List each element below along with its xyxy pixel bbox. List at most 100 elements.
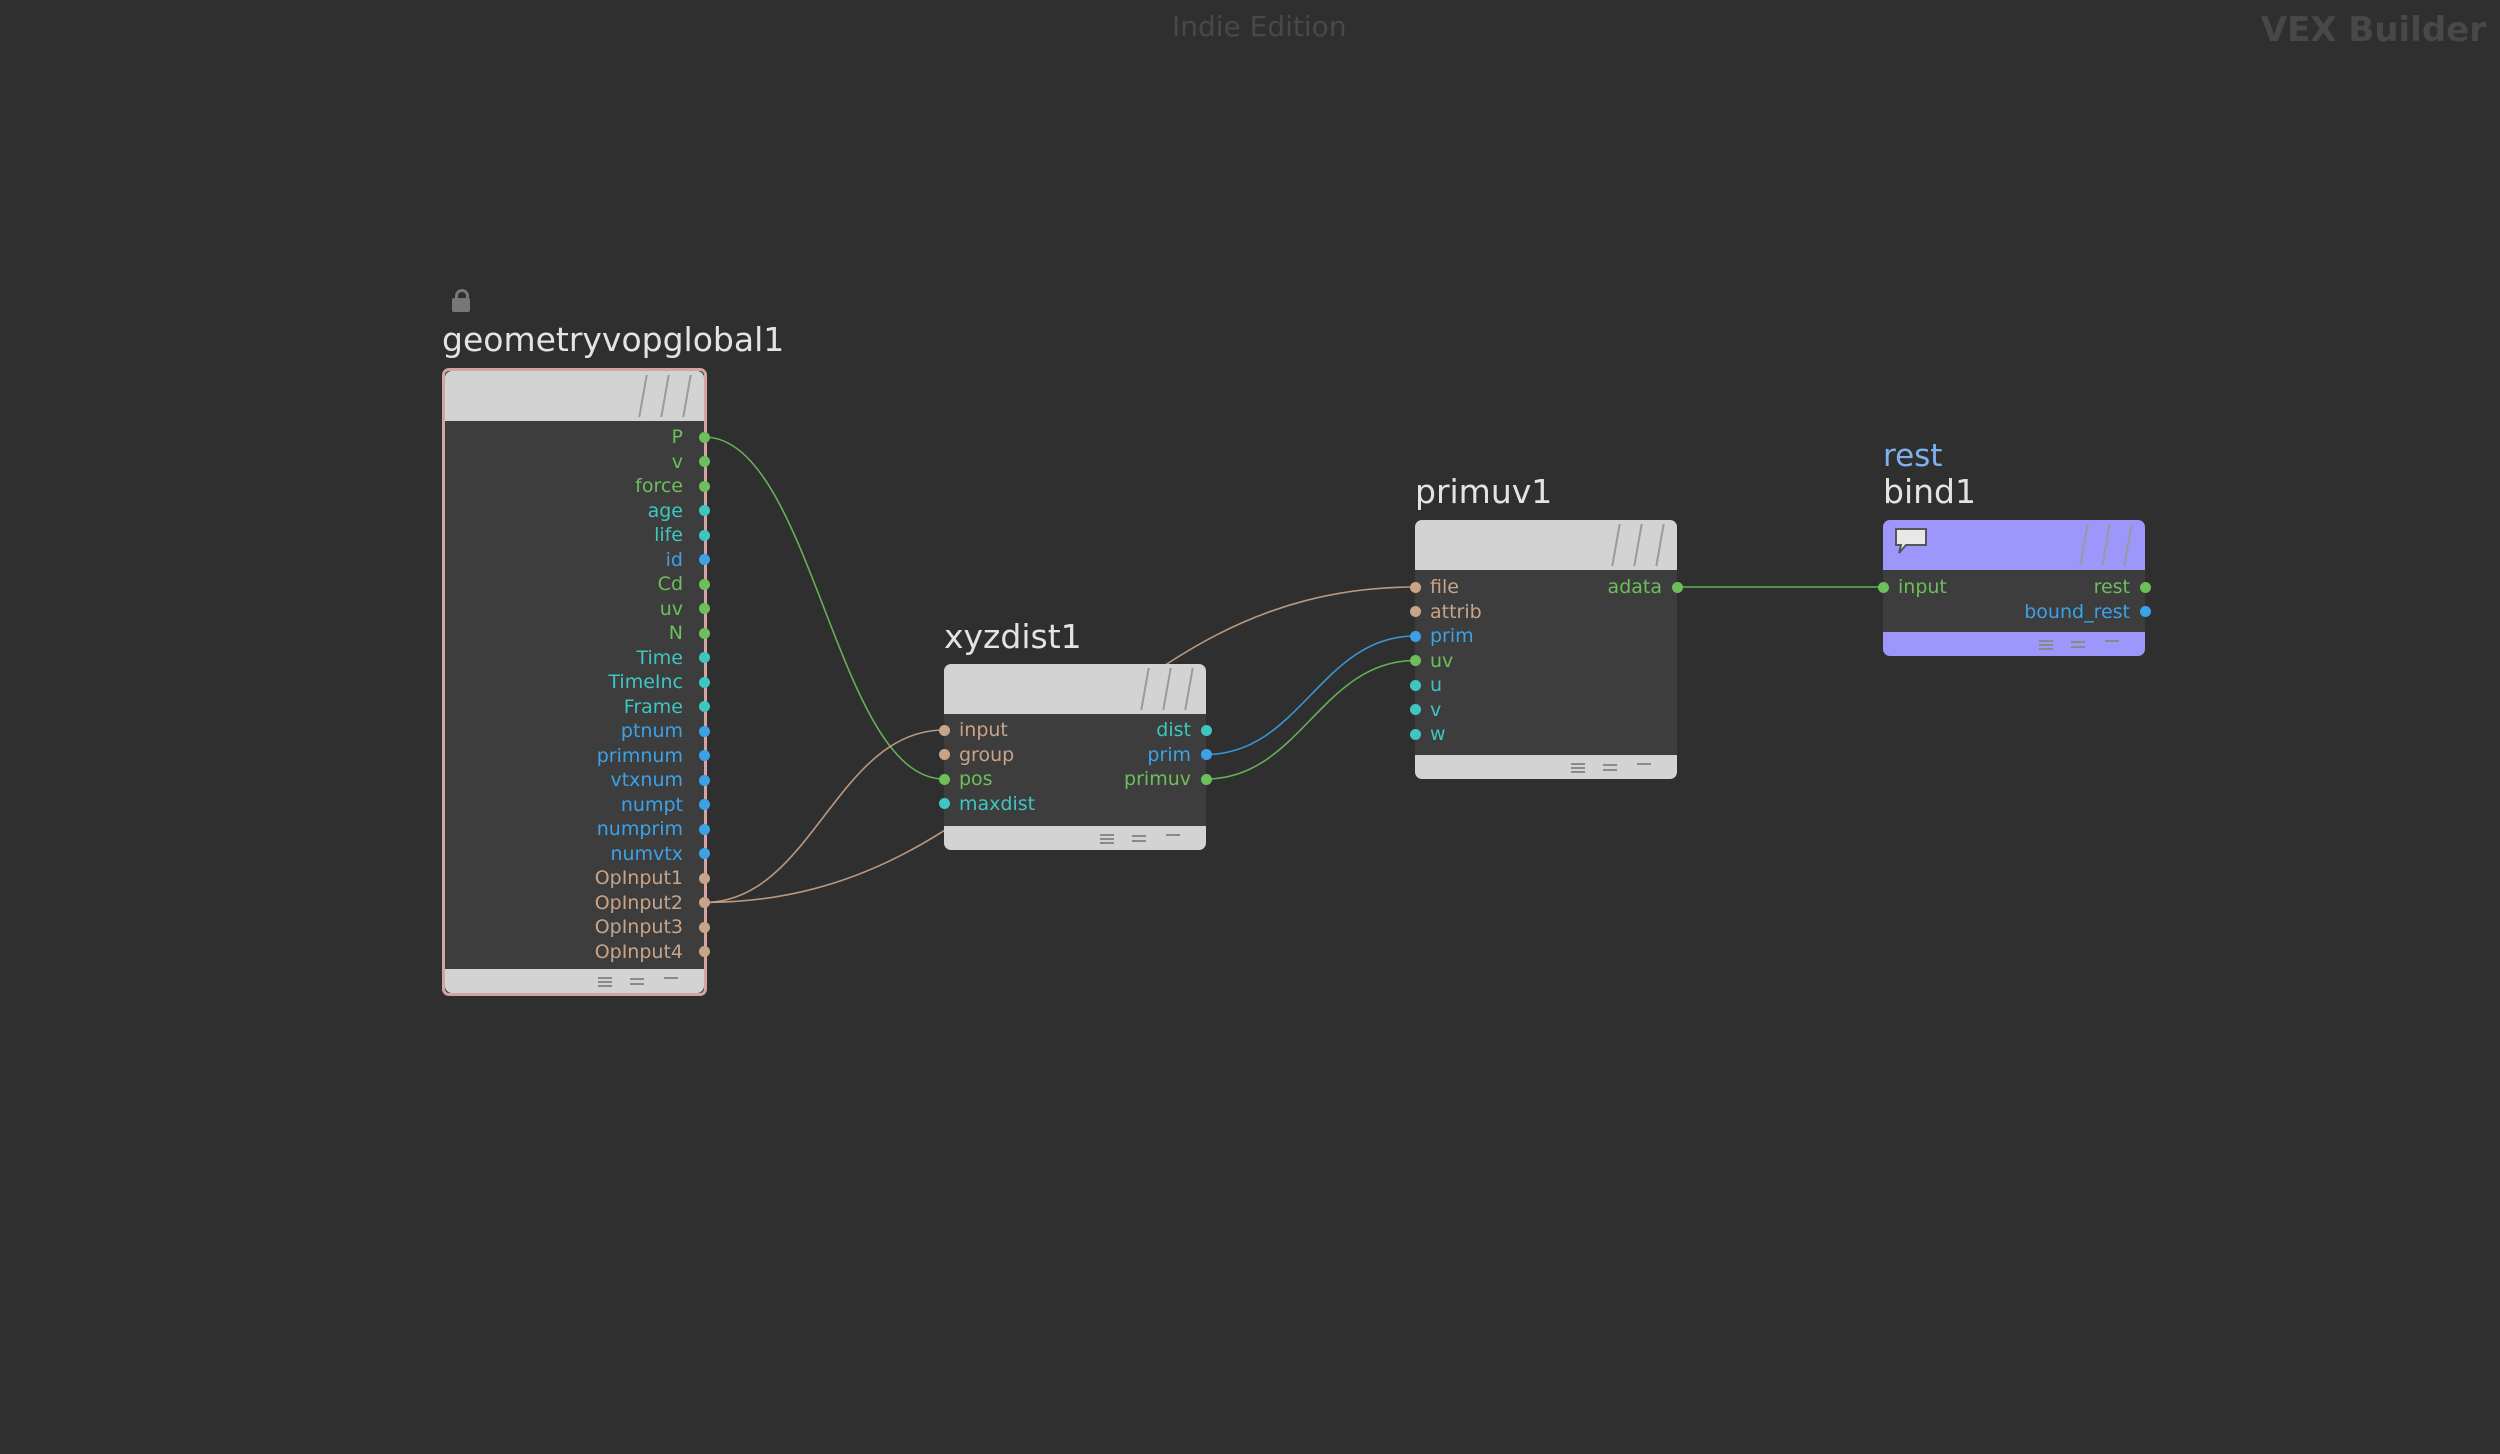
output-label-uv: uv	[659, 597, 683, 620]
output-port-primuv[interactable]	[1200, 773, 1212, 785]
node-flag-toggles[interactable]	[2075, 520, 2137, 570]
node-comment-rest: rest	[1883, 438, 1943, 474]
input-label-prim: prim	[1430, 625, 1474, 647]
output-label-P: P	[671, 426, 683, 448]
input-port-input[interactable]	[1877, 581, 1889, 593]
output-label-Cd: Cd	[657, 573, 683, 595]
output-label-Time: Time	[636, 646, 684, 669]
output-port-P[interactable]	[698, 431, 710, 443]
output-port-bound_rest[interactable]	[2139, 606, 2151, 617]
node-header[interactable]	[1415, 520, 1677, 570]
input-port-v[interactable]	[1409, 704, 1421, 715]
node-title-geometryvopglobal1[interactable]: geometryvopglobal1	[442, 320, 785, 359]
node-flag-toggles[interactable]	[634, 371, 696, 421]
output-label-OpInput4: OpInput4	[594, 940, 683, 963]
node-title-xyzdist1[interactable]: xyzdist1	[944, 617, 1082, 656]
node-display-options[interactable]	[590, 971, 690, 991]
output-port-primnum[interactable]	[698, 750, 710, 761]
node-title-primuv1[interactable]: primuv1	[1415, 472, 1553, 511]
output-port-Cd[interactable]	[698, 578, 710, 590]
output-port-force[interactable]	[698, 480, 710, 492]
output-port-Frame[interactable]	[698, 701, 710, 712]
output-port-adata[interactable]	[1671, 581, 1683, 593]
input-label-maxdist: maxdist	[959, 792, 1036, 815]
node-header[interactable]	[445, 371, 704, 421]
node-display-options[interactable]	[2031, 634, 2131, 654]
input-label-uv: uv	[1430, 649, 1454, 672]
edition-watermark: Indie Edition	[1172, 10, 1347, 43]
output-label-id: id	[665, 548, 683, 571]
output-label-primnum: primnum	[596, 744, 683, 767]
input-label-v: v	[1430, 698, 1442, 721]
output-label-v: v	[671, 450, 683, 473]
output-port-N[interactable]	[698, 627, 710, 639]
output-port-numpt[interactable]	[698, 799, 710, 810]
output-port-vtxnum[interactable]	[698, 774, 710, 786]
node-flag-toggles[interactable]	[1136, 664, 1198, 714]
node-display-options[interactable]	[1563, 757, 1663, 777]
input-port-u[interactable]	[1409, 679, 1421, 691]
output-port-rest[interactable]	[2139, 581, 2151, 593]
output-label-numprim: numprim	[596, 818, 683, 840]
output-port-ptnum[interactable]	[698, 725, 710, 737]
output-port-age[interactable]	[698, 505, 710, 516]
lock-icon[interactable]	[452, 289, 470, 312]
output-label-Frame: Frame	[623, 695, 683, 718]
input-port-maxdist[interactable]	[938, 798, 950, 809]
wire-xyzdist-primuv-to-primuv-uv[interactable]	[1205, 659, 1416, 780]
output-port-numvtx[interactable]	[698, 848, 710, 859]
input-label-attrib: attrib	[1430, 600, 1482, 623]
wire-geometryvopglobal-P-to-xyzdist-pos[interactable]	[703, 436, 945, 780]
comment-bubble-icon	[1895, 528, 1927, 554]
node-flag-toggles[interactable]	[1607, 520, 1669, 570]
output-label-life: life	[654, 524, 683, 546]
node-header[interactable]	[944, 664, 1206, 714]
output-label-OpInput2: OpInput2	[594, 891, 683, 914]
node-footer[interactable]	[1415, 755, 1677, 779]
node-footer[interactable]	[445, 969, 704, 993]
output-label-age: age	[647, 499, 683, 522]
output-port-OpInput3[interactable]	[698, 921, 710, 933]
output-port-OpInput1[interactable]	[698, 872, 710, 884]
input-port-file[interactable]	[1409, 581, 1421, 593]
output-port-OpInput2[interactable]	[698, 897, 710, 908]
output-label-numpt: numpt	[620, 793, 683, 816]
output-port-TimeInc[interactable]	[698, 676, 710, 688]
input-port-w[interactable]	[1409, 728, 1421, 740]
input-port-uv[interactable]	[1409, 655, 1421, 666]
output-port-prim[interactable]	[1200, 749, 1212, 760]
output-port-Time[interactable]	[698, 652, 710, 663]
output-port-OpInput4[interactable]	[698, 946, 710, 957]
wire-xyzdist-prim-to-primuv-prim[interactable]	[1205, 635, 1416, 756]
node-footer[interactable]	[944, 826, 1206, 850]
node-display-options[interactable]	[1092, 828, 1192, 848]
output-port-uv[interactable]	[698, 603, 710, 614]
input-port-pos[interactable]	[938, 773, 950, 785]
node-footer[interactable]	[1883, 632, 2145, 656]
input-label-input: input	[959, 719, 1008, 741]
output-port-numprim[interactable]	[698, 823, 710, 835]
output-port-dist[interactable]	[1200, 724, 1212, 736]
input-label-input: input	[1898, 576, 1947, 598]
input-port-group[interactable]	[938, 749, 950, 760]
output-port-v[interactable]	[698, 456, 710, 467]
wire-geometryvopglobal-OpInput2-to-xyzdist-input[interactable]	[703, 729, 945, 904]
input-label-file: file	[1430, 576, 1459, 598]
input-port-attrib[interactable]	[1409, 606, 1421, 617]
output-label-TimeInc: TimeInc	[608, 671, 683, 693]
input-port-input[interactable]	[938, 724, 950, 736]
input-port-prim[interactable]	[1409, 630, 1421, 642]
node-title-bind1[interactable]: bind1	[1883, 472, 1976, 511]
output-label-dist: dist	[1156, 719, 1191, 741]
output-label-adata: adata	[1607, 576, 1662, 598]
output-label-N: N	[668, 622, 683, 644]
output-port-id[interactable]	[698, 554, 710, 565]
node-header[interactable]	[1883, 520, 2145, 570]
output-port-life[interactable]	[698, 529, 710, 541]
